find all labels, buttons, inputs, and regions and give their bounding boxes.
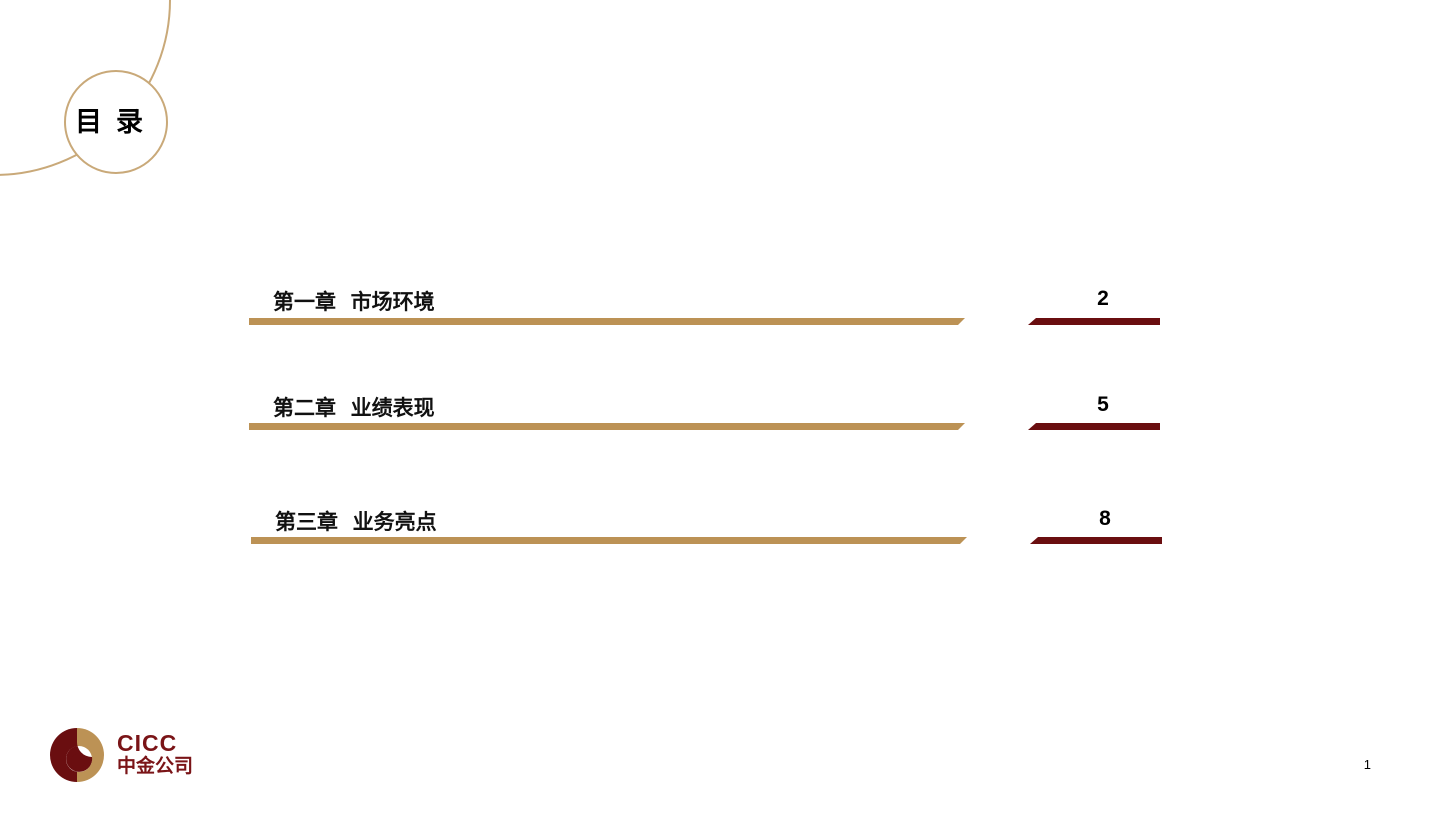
chapter-2-gold-bar (249, 423, 965, 430)
cicc-logo-icon (50, 728, 104, 782)
logo-cn: 中金公司 (117, 755, 194, 777)
chapter-2-page: 5 (1097, 393, 1109, 416)
chapter-1-red-bar (1028, 318, 1160, 325)
chapter-3-title[interactable]: 第三章 业务亮点 (275, 509, 437, 534)
slide-number: 1 (1363, 757, 1371, 772)
page-title: 目录 (75, 107, 157, 138)
chapter-1-gold-bar (249, 318, 965, 325)
chapter-2-red-bar (1028, 423, 1160, 430)
chapter-1-page: 2 (1097, 287, 1109, 310)
chapter-1-title[interactable]: 第一章 市场环境 (273, 289, 435, 314)
logo-en: CICC (117, 730, 178, 756)
chapter-2-title[interactable]: 第二章 业绩表现 (273, 395, 435, 420)
chapter-3-gold-bar (251, 537, 967, 544)
decorative-arcs (0, 0, 171, 176)
cicc-logo-text: CICC 中金公司 (117, 731, 193, 777)
chapter-3-red-bar (1030, 537, 1162, 544)
chapter-3-page: 8 (1099, 507, 1111, 530)
